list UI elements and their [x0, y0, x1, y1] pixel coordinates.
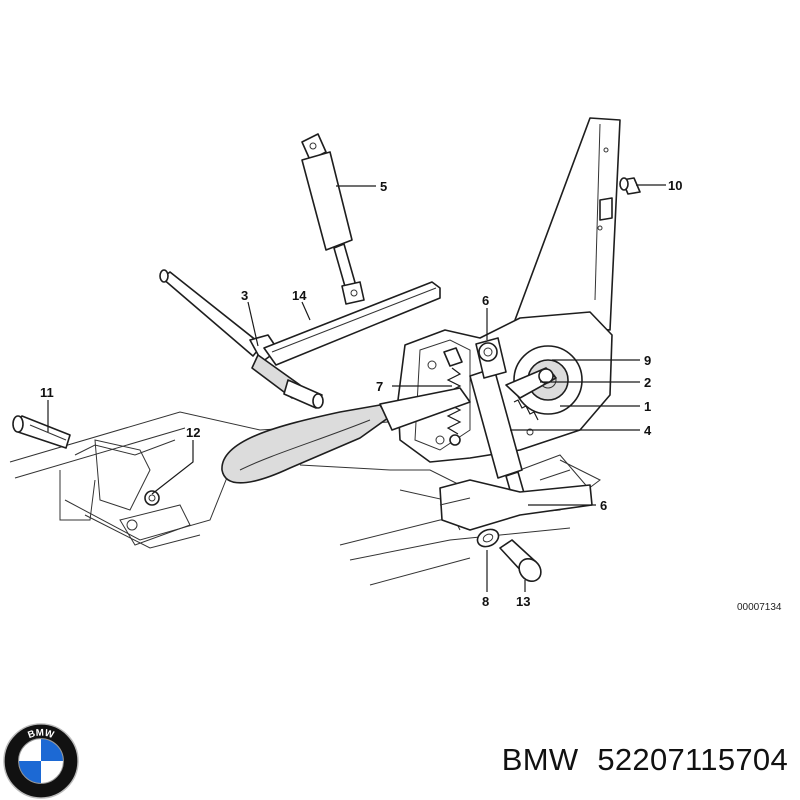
bolt-13 [499, 539, 542, 583]
strap-14 [263, 281, 441, 366]
callouts: 5 10 3 14 6 9 2 7 1 4 11 12 6 8 13 00007… [40, 178, 782, 613]
clip-12 [144, 490, 160, 506]
gas-strut-5 [301, 133, 365, 305]
release-handle [221, 387, 471, 484]
svg-text:BMW: BMW [26, 728, 55, 742]
callout-6-upper: 6 [482, 293, 489, 308]
callout-6-lower: 6 [600, 498, 607, 513]
callout-12: 12 [186, 425, 200, 440]
leader-lines [47, 184, 666, 592]
bolt-11 [12, 415, 71, 449]
callout-11: 11 [40, 385, 54, 400]
screw-10 [619, 177, 641, 195]
caption-brand: BMW [501, 742, 579, 777]
backrest-arm [514, 117, 621, 331]
callout-5: 5 [380, 179, 387, 194]
callout-10: 10 [668, 178, 682, 193]
callout-1: 1 [644, 399, 651, 414]
callout-7: 7 [376, 379, 383, 394]
callout-3: 3 [241, 288, 248, 303]
callout-9: 9 [644, 353, 651, 368]
bmw-logo: BMW [3, 723, 79, 799]
caption-part-number: 52207115704 [597, 742, 788, 777]
callout-4: 4 [644, 423, 652, 438]
washer-8 [476, 528, 500, 548]
rod-3 [159, 269, 324, 409]
callout-2: 2 [644, 375, 651, 390]
part-caption: BMW 52207115704 [502, 742, 788, 778]
spring-1 [513, 399, 539, 421]
callout-13: 13 [516, 594, 530, 609]
cam-2 [505, 367, 557, 399]
callout-8: 8 [482, 594, 489, 609]
diagram-reference-number: 00007134 [737, 602, 782, 613]
callout-14: 14 [292, 288, 307, 303]
